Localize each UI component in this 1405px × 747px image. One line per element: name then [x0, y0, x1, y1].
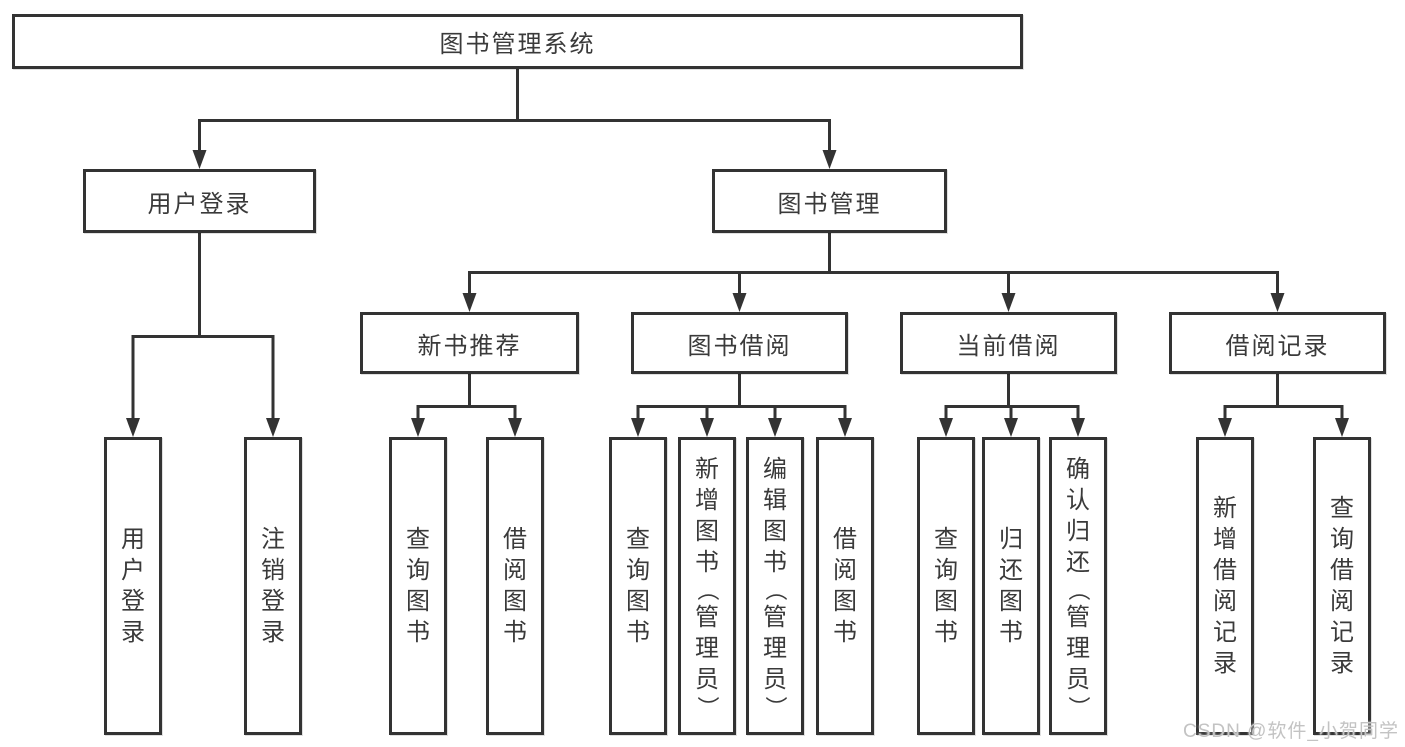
csdn-watermark: CSDN @软件_小贺同学 — [1183, 721, 1399, 742]
node-label: 图书管理 — [777, 190, 882, 218]
node-library-management-system: 图书管理系统 — [12, 14, 1023, 69]
leaf-logout: 注销登录 — [244, 437, 302, 735]
leaf-borrow-books-recommend: 借阅图书 — [486, 437, 544, 735]
node-current-borrow: 当前借阅 — [900, 312, 1117, 374]
node-book-borrow: 图书借阅 — [631, 312, 848, 374]
leaf-user-login: 用户登录 — [104, 437, 162, 735]
node-new-book-recommend: 新书推荐 — [360, 312, 579, 374]
leaf-query-books-recommend: 查询图书 — [389, 437, 447, 735]
node-label: 新书推荐 — [417, 332, 522, 360]
node-label: 图书管理系统 — [439, 31, 596, 58]
node-borrow-records: 借阅记录 — [1169, 312, 1386, 374]
leaf-query-books-borrow: 查询图书 — [609, 437, 667, 735]
node-user-login: 用户登录 — [83, 169, 316, 233]
leaf-query-books-current: 查询图书 — [917, 437, 975, 735]
node-label: 用户登录 — [147, 190, 252, 218]
node-label: 当前借阅 — [956, 332, 1061, 360]
node-label: 图书借阅 — [687, 332, 792, 360]
leaf-query-borrow-record: 查询借阅记录 — [1313, 437, 1371, 735]
leaf-add-books-admin: 新增图书（管理员） — [678, 437, 736, 735]
node-label: 借阅记录 — [1225, 332, 1330, 360]
leaf-borrow-books-borrow: 借阅图书 — [816, 437, 874, 735]
leaf-return-books: 归还图书 — [982, 437, 1040, 735]
leaf-edit-books-admin: 编辑图书（管理员） — [746, 437, 804, 735]
leaf-add-borrow-record: 新增借阅记录 — [1196, 437, 1254, 735]
node-book-management: 图书管理 — [712, 169, 947, 233]
leaf-confirm-return-admin: 确认归还（管理员） — [1049, 437, 1107, 735]
